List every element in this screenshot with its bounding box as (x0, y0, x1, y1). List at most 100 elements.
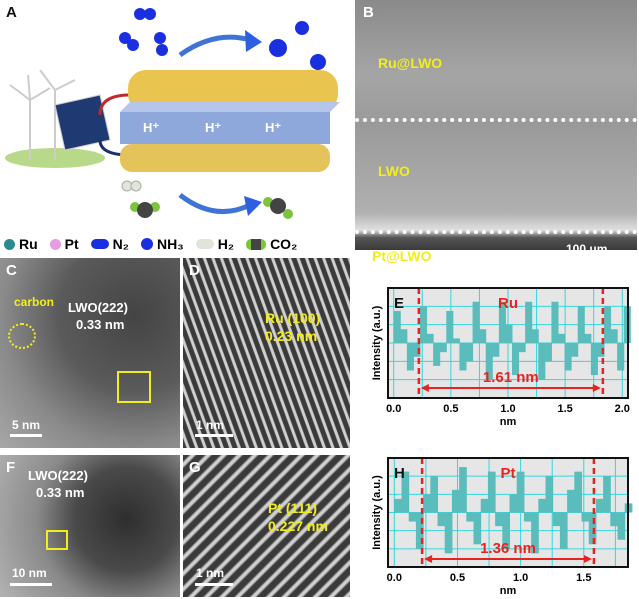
intensity-bar (588, 512, 597, 545)
plot-frame (387, 287, 629, 399)
x-tick-label: 2.0 (615, 403, 630, 415)
nh3-molecules (269, 21, 326, 70)
legend-label: Ru (19, 236, 38, 252)
plane-label: LWO(222) (28, 468, 88, 483)
intensity-bar (401, 471, 410, 513)
intensity-bar (518, 343, 526, 353)
legend-pt: Pt (49, 236, 79, 252)
intensity-bar (552, 512, 561, 527)
arrow-head (424, 555, 433, 563)
panel-b-label: B (363, 4, 374, 21)
intensity-bar (559, 512, 568, 549)
co2-molecules (130, 197, 293, 219)
proton-label: H⁺ (143, 120, 160, 135)
intensity-bar (430, 476, 439, 513)
sem-image (355, 0, 637, 250)
intensity-bar (479, 329, 487, 343)
intensity-bar (492, 343, 500, 357)
intensity-bar (516, 471, 525, 513)
intensity-bar (603, 476, 611, 513)
intensity-bar (459, 343, 467, 371)
intensity-bar (415, 512, 424, 549)
intensity-bar (406, 343, 414, 371)
intensity-bar (433, 343, 441, 366)
ru-lwo-layer-label: Ru@LWO (378, 55, 443, 71)
spacing-label: 0.227 nm (268, 518, 328, 534)
intensity-bar (423, 494, 431, 513)
intensity-bar (420, 306, 428, 343)
schematic-diagram (5, 8, 340, 219)
intensity-bar (451, 489, 460, 513)
intensity-bar (545, 476, 554, 513)
fft-image-d (183, 258, 350, 448)
nh3-molecule-icon (141, 238, 154, 250)
intensity-bar (459, 467, 467, 513)
y-axis-label: Intensity (a.u.) (371, 305, 383, 380)
intensity-bar (610, 512, 619, 527)
intensity-bar (505, 324, 513, 343)
x-tick-label: 1.0 (500, 403, 515, 415)
legend-label: Pt (64, 236, 79, 252)
x-tick-label: 0.0 (386, 403, 401, 415)
intensity-bar (400, 329, 408, 343)
intensity-bar (408, 512, 417, 522)
solar-panel-icon (54, 94, 111, 151)
plane-label: Ru (100) (265, 310, 321, 326)
pt-lwo-layer-label: Pt@LWO (372, 248, 432, 264)
legend-label: NH₃ (157, 236, 184, 252)
intensity-bar (584, 333, 592, 343)
intensity-bar (498, 301, 506, 343)
intensity-bar (446, 310, 454, 343)
plane-label: Pt (111) (268, 500, 318, 516)
scale-bar-label: 1 nm (196, 566, 225, 580)
legend-n2: N₂ (90, 236, 129, 252)
scale-bar (558, 257, 620, 260)
intensity-bar (590, 343, 598, 376)
span-annotation: 1.36 nm (480, 540, 536, 557)
legend: Ru Pt N₂ NH₃ H₂ CO₂ (4, 236, 297, 252)
intensity-bar (538, 343, 546, 380)
wind-turbine-icon (9, 69, 76, 160)
carbon-circle (8, 323, 36, 349)
intensity-bar (480, 498, 489, 513)
selection-box (46, 530, 68, 550)
intensity-bar (512, 343, 520, 376)
intensity-bar (525, 301, 533, 343)
intensity-bar (466, 343, 474, 362)
legend-co2: CO₂ (246, 236, 297, 252)
wire (98, 93, 131, 116)
panel-d-label: D (189, 262, 200, 279)
intensity-bar (444, 512, 453, 554)
x-tick-label: 1.5 (557, 403, 572, 415)
fft-image-g (183, 455, 350, 597)
intensity-bar (473, 512, 482, 545)
arrow-head (420, 384, 429, 392)
arrow-icon (178, 193, 252, 214)
intensity-bar (577, 306, 585, 343)
scale-bar-label: 10 nm (12, 566, 47, 580)
intensity-bar (597, 343, 605, 357)
intensity-bar (617, 512, 626, 540)
panel-label: E (394, 295, 404, 312)
x-tick-label: 0.5 (450, 572, 465, 584)
arrow-head (583, 555, 592, 563)
tem-image-c (0, 258, 180, 448)
intensity-bar (394, 498, 403, 513)
span-annotation: 1.61 nm (483, 369, 539, 386)
intensity-bar (485, 343, 493, 380)
panel-c-label: C (6, 262, 17, 279)
x-axis-label: nm (500, 416, 517, 428)
scale-bar-label: 100 μm (566, 242, 608, 256)
legend-nh3: NH₃ (141, 236, 184, 252)
selection-box (117, 371, 151, 403)
intensity-bar (558, 333, 566, 343)
lwo-layer-label: LWO (378, 163, 410, 179)
y-axis-label: Intensity (a.u.) (371, 475, 383, 550)
intensity-bar (564, 343, 572, 371)
intensity-bar (487, 471, 496, 513)
legend-ru: Ru (4, 236, 38, 252)
h2-molecule-icon (195, 239, 214, 249)
plot-frame (387, 457, 629, 568)
spacing-label: 0.23 nm (265, 328, 318, 344)
